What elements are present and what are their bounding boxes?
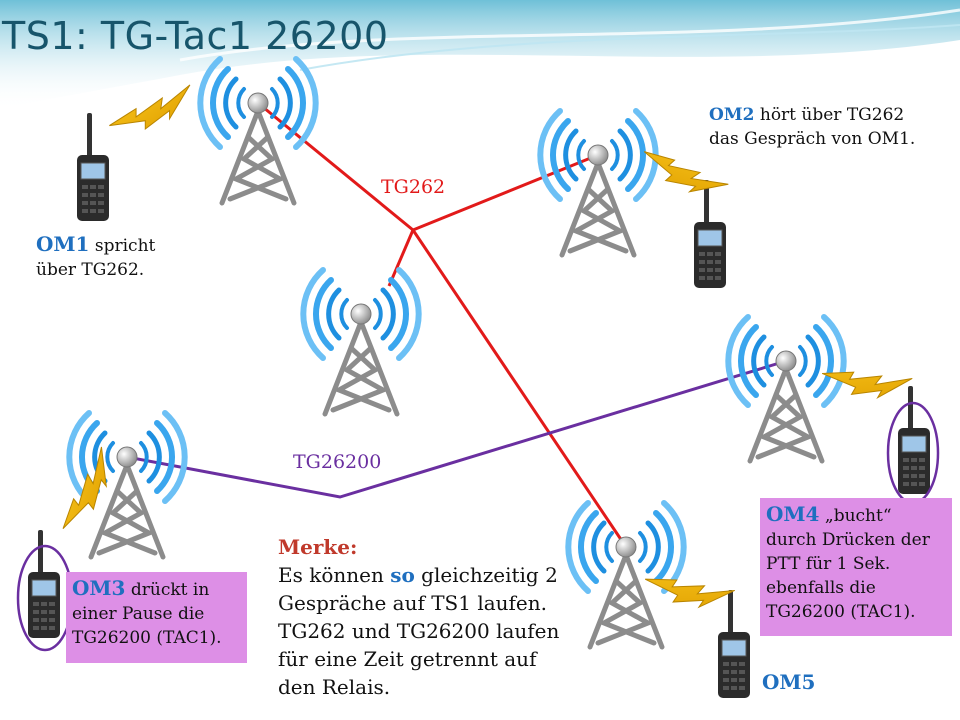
page-title: TS1: TG-Tac1 26200	[2, 14, 389, 58]
tower-icon-center	[303, 270, 418, 414]
tg26200-label: TG26200	[293, 451, 382, 473]
tg26200-lines	[126, 359, 787, 499]
om4-text-line3: PTT für 1 Sek.	[766, 554, 891, 574]
om1-text-line2: über TG262.	[36, 260, 145, 280]
om5-caption: OM5	[762, 670, 815, 696]
tg26200-line-om3-to-om4	[126, 359, 787, 499]
tg262-label: TG262	[381, 176, 446, 198]
om2-text-line1: hört über TG262	[754, 105, 905, 125]
om4-text-line4: ebenfalls die	[766, 578, 876, 598]
tg262-line-junction-to-center	[387, 229, 415, 287]
merke-line1: Es können so gleichzeitig 2	[278, 561, 559, 589]
om1-caption: OM1 spricht über TG262.	[36, 232, 155, 282]
merke-line1-emphasis: so	[390, 563, 415, 587]
om5-name: OM5	[762, 670, 816, 694]
tower-icon-om5	[568, 503, 683, 647]
om4-text-line5: TG26200 (TAC1).	[766, 602, 916, 622]
tower-icon-om4	[728, 317, 843, 461]
radio-icon-om1	[76, 112, 110, 222]
merke-line2: Gespräche auf TS1 laufen.	[278, 591, 548, 615]
om4-name: OM4	[766, 502, 820, 526]
header-swoosh	[0, 0, 960, 110]
om1-text-line1: spricht	[89, 236, 156, 256]
tg262-line-junction-to-om5	[411, 229, 628, 548]
om1-name: OM1	[36, 232, 90, 256]
merke-heading: Merke:	[278, 535, 358, 559]
om2-name: OM2	[709, 105, 755, 125]
tower-icon-om1	[200, 59, 315, 203]
lightning-icon-om5	[640, 559, 736, 622]
om3-text-line1: drückt in	[125, 580, 210, 600]
radio-icon-om2	[693, 179, 727, 289]
om2-caption: OM2 hört über TG262 das Gespräch von OM1…	[709, 103, 915, 151]
om2-text-line2: das Gespräch von OM1.	[709, 129, 916, 149]
om4-text-line2: durch Drücken der	[766, 530, 930, 550]
merke-line1-start: Es können	[278, 563, 391, 587]
merke-line4: für eine Zeit getrennt auf	[278, 647, 537, 671]
merke-line1-end: gleichzeitig 2	[414, 563, 558, 587]
merke-line3: TG262 und TG26200 laufen	[278, 619, 560, 643]
radio-icon-om5	[717, 589, 751, 699]
tower-icon-om2	[540, 111, 655, 255]
om3-text-line3: TG26200 (TAC1).	[72, 628, 222, 648]
om4-text-line1: „bucht“	[819, 506, 892, 526]
lightning-icon-om1	[104, 84, 199, 138]
om3-name: OM3	[72, 576, 126, 600]
merke-note: Merke: Es können so gleichzeitig 2 Gespr…	[278, 533, 559, 701]
om4-callout: OM4 „bucht“ durch Drücken der PTT für 1 …	[760, 498, 952, 636]
merke-line5: den Relais.	[278, 675, 391, 699]
om3-text-line2: einer Pause die	[72, 604, 205, 624]
om3-callout: OM3 drückt in einer Pause die TG26200 (T…	[66, 572, 247, 663]
